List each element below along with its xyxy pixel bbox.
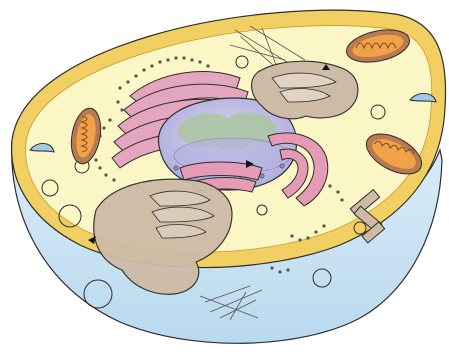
golgi-apparatus-top [252,61,358,119]
